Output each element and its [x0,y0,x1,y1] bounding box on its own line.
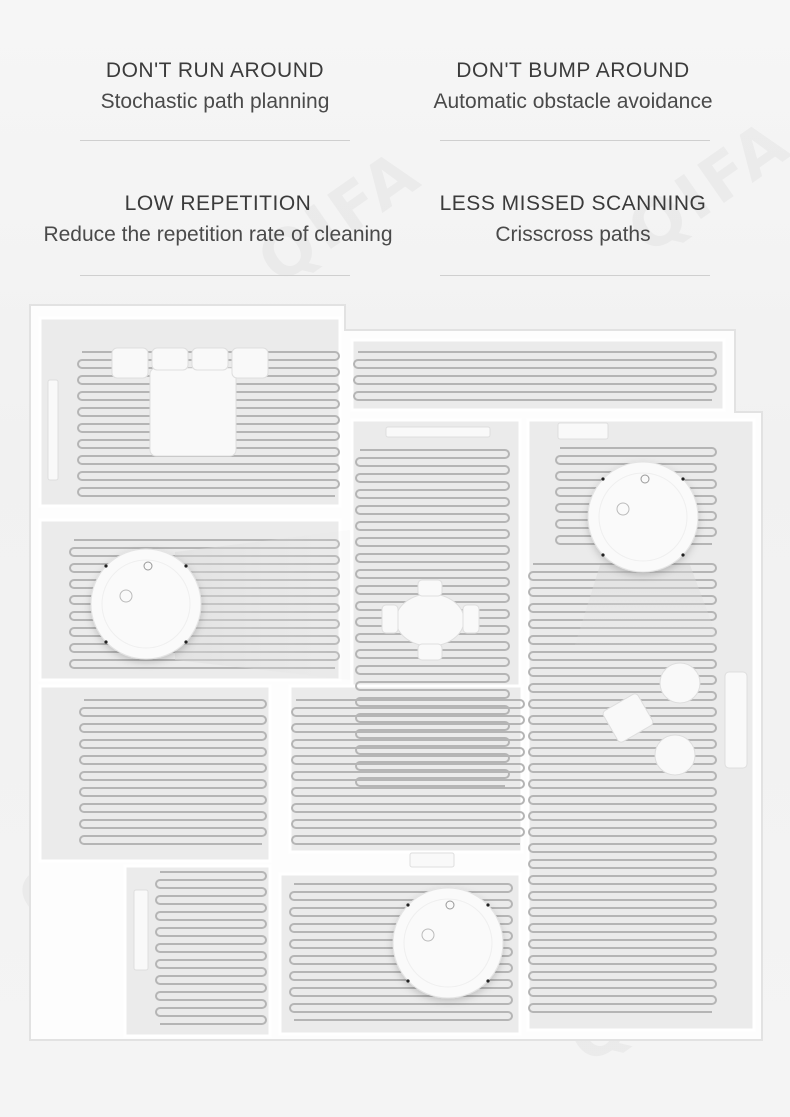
pillow [231,347,269,379]
robot-vacuum [90,548,202,660]
feature-title: LOW REPETITION [124,192,312,215]
cleaning-path [79,699,267,845]
power-button-icon [143,561,153,571]
feature-title: DON'T BUMP AROUND [456,59,690,82]
power-button-icon [445,900,455,910]
dining-table [395,593,465,647]
robot-vacuum [587,461,699,573]
room-floor [38,684,272,863]
robot-body [392,887,504,999]
window [557,422,609,440]
feature-title: DON'T RUN AROUND [105,59,325,82]
side-brush-bristle [406,903,410,907]
cleaning-path [289,883,513,1021]
robot-lid [598,472,688,562]
feature-subtitle: Crisscross paths [495,223,651,246]
side-table [602,693,654,743]
side-brush-bristle [104,640,108,644]
side-brush-bristle [104,564,108,568]
feature-subtitle: Stochastic path planning [100,90,330,113]
chair [417,643,443,661]
sensor-beam [575,565,720,645]
cabinet [385,426,491,438]
feature-less-missed-scanning: LESS MISSED SCANNING Crisscross paths [383,191,763,249]
bed [149,367,237,457]
chair [417,579,443,597]
side-brush-bristle [601,553,605,557]
feature-low-repetition: LOW REPETITION Reduce the repetition rat… [28,191,408,249]
chair [381,604,399,634]
stool [654,734,696,776]
feature-dont-run-around: DON'T RUN AROUND Stochastic path plannin… [25,58,405,116]
pillow [191,347,229,371]
side-brush-bristle [184,640,188,644]
robot-lid [101,559,191,649]
robot-lid [403,898,493,988]
side-brush-bristle [184,564,188,568]
robot-logo-icon [119,589,133,603]
divider [440,140,710,141]
sensor-beam [175,530,350,680]
stool [659,662,701,704]
feature-subtitle: Automatic obstacle avoidance [433,90,713,113]
floor-plan-illustration [29,304,763,1041]
robot-logo-icon [421,928,435,942]
cleaning-path [291,699,525,845]
divider [80,140,350,141]
cleaning-path [353,351,717,401]
furniture [47,347,748,971]
pillow [111,347,149,379]
pillow [151,347,189,371]
shelf [133,889,149,971]
robot-body [587,461,699,573]
side-brush-bristle [486,903,490,907]
power-button-icon [640,474,650,484]
window [47,379,59,481]
chair [462,604,480,634]
robot-body [90,548,202,660]
cleaning-path [155,871,267,1025]
cleaning-path [528,563,717,1013]
feature-dont-bump-around: DON'T BUMP AROUND Automatic obstacle avo… [383,58,763,116]
side-brush-bristle [601,477,605,481]
cabinet [409,852,455,868]
feature-title: LESS MISSED SCANNING [439,192,707,215]
side-brush-bristle [486,979,490,983]
feature-subtitle: Reduce the repetition rate of cleaning [43,223,393,246]
side-brush-bristle [406,979,410,983]
divider [80,275,350,276]
side-brush-bristle [681,553,685,557]
divider [440,275,710,276]
sofa [724,671,748,769]
side-brush-bristle [681,477,685,481]
robot-vacuum [392,887,504,999]
robot-logo-icon [616,502,630,516]
